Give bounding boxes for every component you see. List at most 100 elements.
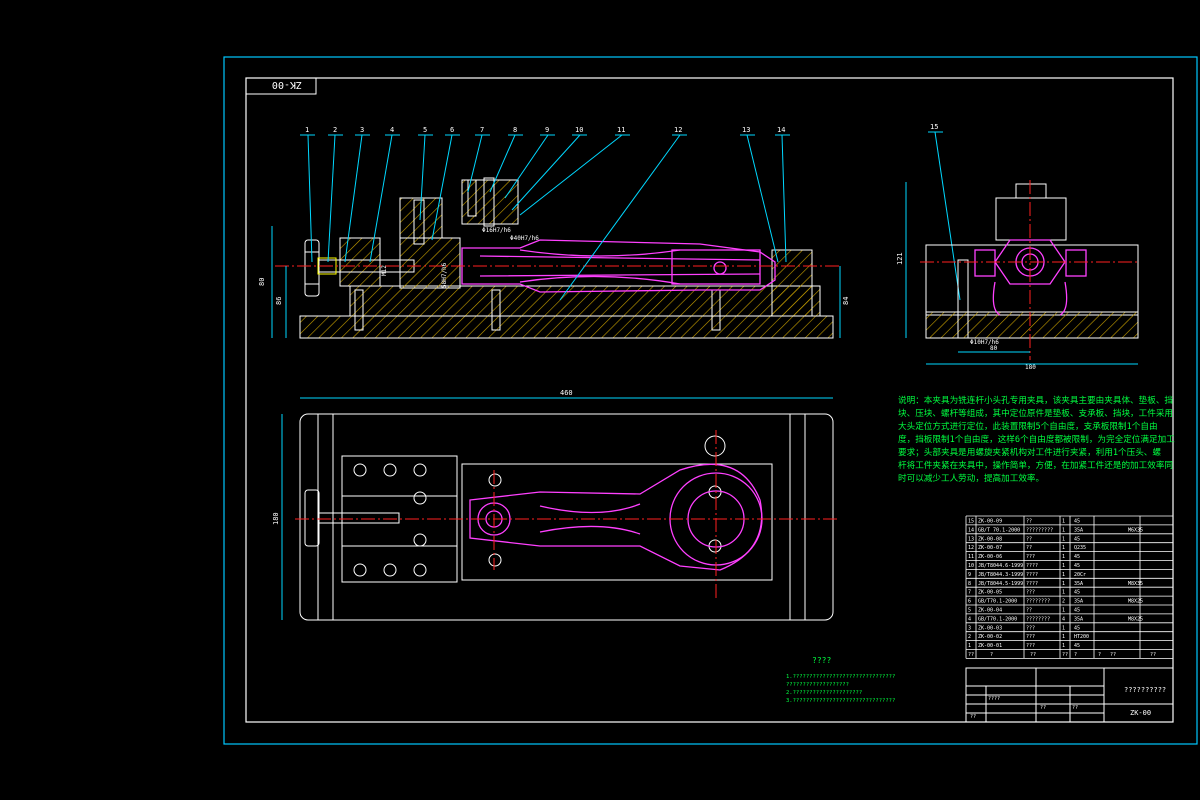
svg-text:84: 84: [842, 297, 850, 305]
svg-text:1.????????????????????????????: 1.???????????????????????????????: [786, 674, 895, 680]
bom-cell: JB/T8044.5-1999: [978, 581, 1023, 587]
svg-text:9: 9: [545, 126, 549, 134]
outer-sheet-border: [223, 56, 1198, 745]
svg-text:Φ10H7/h6: Φ10H7/h6: [970, 339, 999, 346]
svg-text:11: 11: [617, 126, 625, 134]
bom-cell: 4: [1062, 616, 1065, 622]
svg-text:2: 2: [333, 126, 337, 134]
title-block: ?????????? ZK-00 ???? ?? ?? ??: [965, 667, 1174, 723]
svg-text:??: ??: [1072, 705, 1078, 711]
technical-notes: ???? 1.??????????????????????????????? ?…: [786, 656, 895, 704]
bom-cell: 1: [1062, 536, 1065, 542]
bom-cell: 13: [968, 536, 974, 542]
svg-text:????: ????: [988, 696, 1000, 702]
bom-cell: ZK-00-07: [978, 545, 1002, 551]
bom-cell: ??: [1062, 652, 1068, 658]
workpiece-connecting-rod: [461, 239, 776, 293]
svg-text:????: ????: [812, 656, 831, 665]
svg-text:180: 180: [272, 512, 280, 525]
svg-text:14: 14: [777, 126, 785, 134]
bom-cell: GB/T 70.1-2000: [978, 527, 1020, 533]
bom-cell: GB/T70.1-2000: [978, 599, 1017, 605]
svg-text:ZK-00: ZK-00: [1130, 709, 1151, 717]
bom-cell: ???: [1026, 634, 1035, 640]
plan-handwheel[interactable]: [304, 489, 320, 547]
svg-text:时可以减少工人劳动，提高加工效率。: 时可以减少工人劳动，提高加工效率。: [898, 472, 1044, 484]
bom-cell: 1: [1062, 608, 1065, 614]
bom-cell: 35A: [1074, 616, 1083, 622]
clamp-block: [339, 237, 381, 287]
plan-workpiece: [469, 463, 763, 571]
bom-cell: 35A: [1074, 599, 1083, 605]
bom-cell: 9: [968, 572, 971, 578]
svg-text:4: 4: [390, 126, 394, 134]
svg-text:M12: M12: [381, 265, 388, 276]
svg-text:8: 8: [513, 126, 517, 134]
bom-cell: ????????: [1026, 616, 1050, 622]
bom-cell: 1: [968, 643, 971, 649]
bom-cell: GB/T70.1-2000: [978, 616, 1017, 622]
description-text: 说明：本夹具为铣连杆小头孔专用夹具，该夹具主要由夹具体、垫板、挡 块、压块、螺杆…: [898, 394, 1175, 484]
bom-cell: ZK-00-02: [978, 634, 1002, 640]
bom-cell: Q235: [1074, 545, 1086, 551]
bom-cell: ??: [1030, 652, 1036, 658]
bom-cell: M8X25: [1128, 616, 1143, 622]
bom-cell: 1: [1062, 554, 1065, 560]
bom-cell: ZK-00-06: [978, 554, 1002, 560]
bom-cell: 35A: [1074, 581, 1083, 587]
bom-cell: 1: [1062, 519, 1065, 525]
bom-cell: ZK-00-09: [978, 519, 1002, 525]
bom-cell: ??: [968, 652, 974, 658]
svg-text:1: 1: [305, 126, 309, 134]
bom-cell: ZK-00-03: [978, 625, 1002, 631]
svg-text:80: 80: [990, 345, 998, 352]
bom-cell: ???: [1026, 554, 1035, 560]
bom-cell: JB/T8044.6-1999: [978, 563, 1023, 569]
svg-text:121: 121: [896, 252, 904, 265]
bom-cell: ??: [1026, 608, 1032, 614]
svg-text:??: ??: [970, 714, 976, 720]
bom-cell: 15: [968, 519, 974, 525]
svg-text:Φ40H7/h6: Φ40H7/h6: [510, 235, 539, 242]
svg-text:10: 10: [575, 126, 583, 134]
bom-cell: 2: [968, 634, 971, 640]
svg-text:6: 6: [450, 126, 454, 134]
svg-text:大头定位方式进行定位，此装置限制5个自由度，支承板限制1个自: 大头定位方式进行定位，此装置限制5个自由度，支承板限制1个自由: [898, 420, 1158, 432]
bom-cell: ???: [1026, 625, 1035, 631]
bom-cell: ZK-00-01: [978, 643, 1002, 649]
svg-text:3.????????????????????????????: 3.???????????????????????????????: [786, 698, 895, 704]
bom-cell: 12: [968, 545, 974, 551]
svg-text:2.?????????????????????: 2.?????????????????????: [786, 690, 862, 696]
bom-cell: ZK-00-05: [978, 590, 1002, 596]
bom-cell: ????: [1026, 581, 1038, 587]
svg-text:80: 80: [258, 278, 266, 286]
bom-cell: 5: [968, 608, 971, 614]
svg-text:460: 460: [560, 389, 573, 397]
bom-cell: ???: [1026, 590, 1035, 596]
side-view: 121 Φ10H7/h6 80 180: [896, 180, 1140, 371]
bom-cell: ZK-00-08: [978, 536, 1002, 542]
bom-cell: 3: [968, 625, 971, 631]
svg-text:86: 86: [275, 297, 283, 305]
bom-cell: ?????????: [1026, 527, 1053, 533]
svg-text:13: 13: [742, 126, 750, 134]
bom-cell: M8X25: [1128, 599, 1143, 605]
bom-cell: ????: [1026, 563, 1038, 569]
bom-cell: M8X35: [1128, 581, 1143, 587]
bom-cell: 10: [968, 563, 974, 569]
svg-text:180: 180: [1025, 364, 1036, 371]
svg-text:12: 12: [674, 126, 682, 134]
bom-cell: ??: [1110, 652, 1116, 658]
svg-text:度，挡板限制1个自由度，这样6个自由度都被限制，为完全定位满: 度，挡板限制1个自由度，这样6个自由度都被限制，为完全定位满足加工: [898, 433, 1175, 445]
inner-frame-border: [245, 77, 1174, 723]
svg-text:7: 7: [480, 126, 484, 134]
bom-cell: 1: [1062, 625, 1065, 631]
bom-cell: 14: [968, 527, 974, 533]
bom-cell: 1: [1062, 545, 1065, 551]
bom-cell: ?: [990, 652, 993, 658]
bom-cell: 35A: [1074, 527, 1083, 533]
bom-cell: JB/T8044.3-1999: [978, 572, 1023, 578]
bom-cell: 45: [1074, 554, 1080, 560]
svg-text:??: ??: [1040, 705, 1046, 711]
